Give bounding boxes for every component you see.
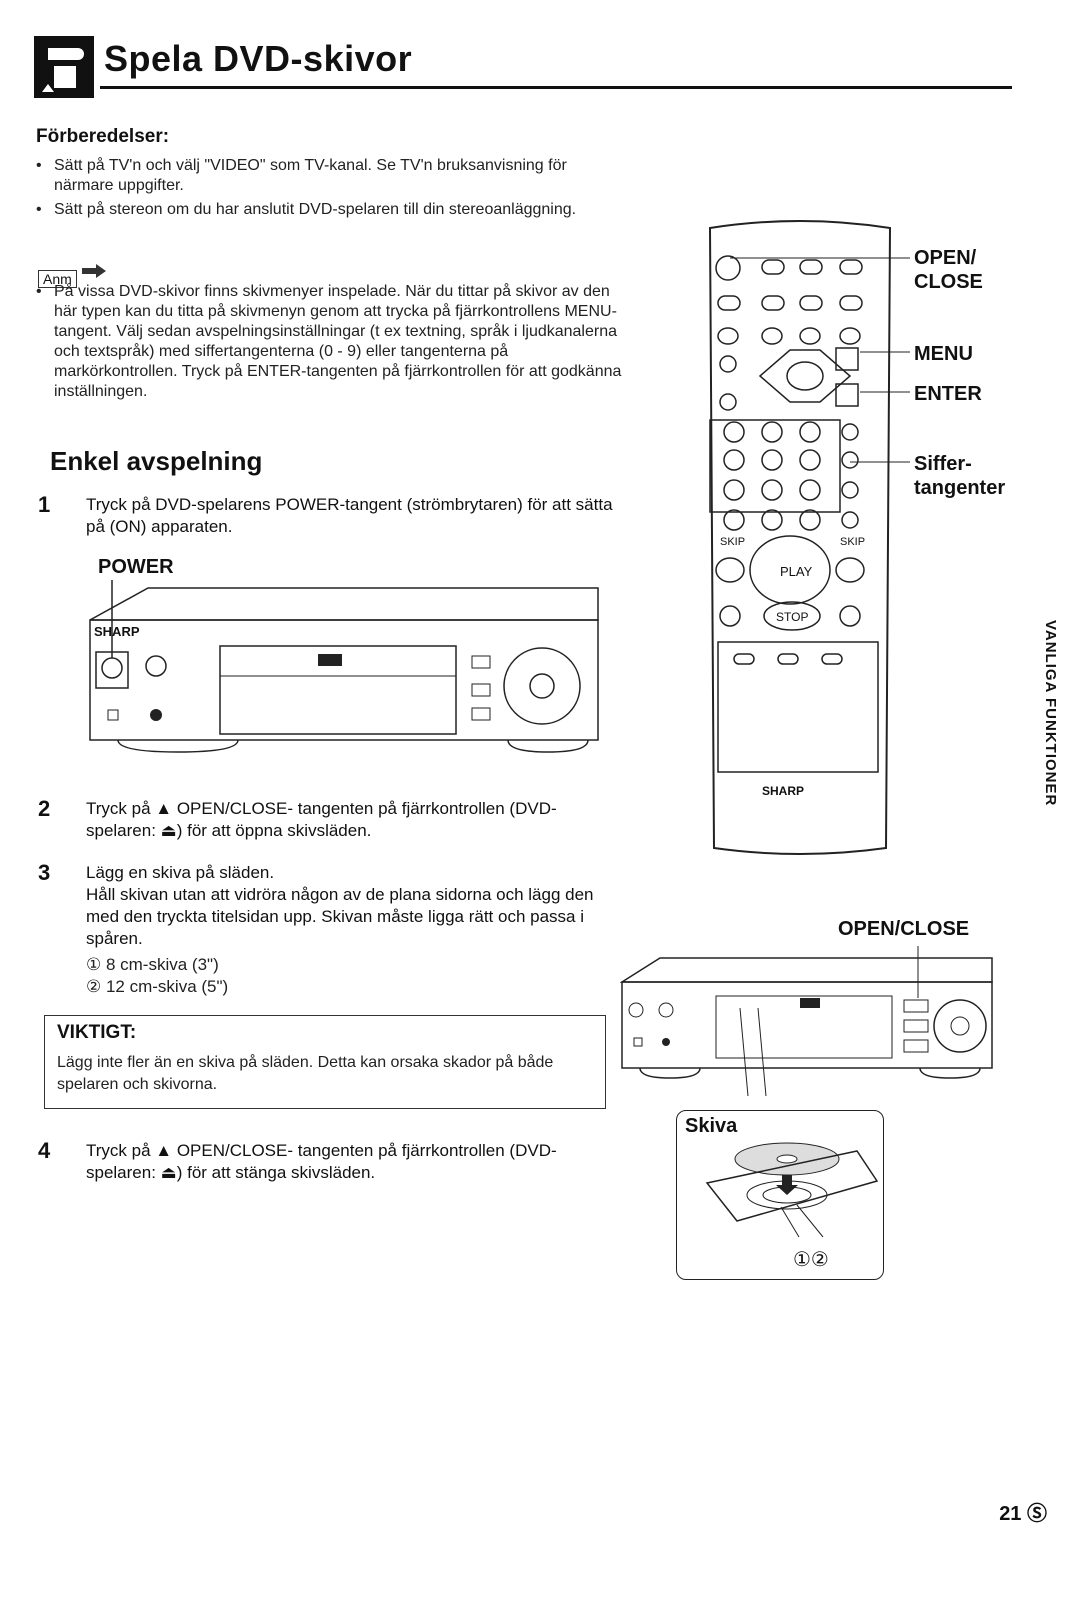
step-1: 1 Tryck på DVD-spelarens POWER-tangent (… <box>38 494 618 538</box>
step-text: Lägg en skiva på släden. <box>86 863 275 882</box>
section-side-tab: VANLIGA FUNKTIONER <box>1042 620 1059 807</box>
prep-list: Sätt på TV'n och välj "VIDEO" som TV-kan… <box>36 156 596 224</box>
menu-label: MENU <box>914 343 973 365</box>
dvd-player-open-figure <box>619 946 1000 1097</box>
brand-logo: SHARP <box>94 624 140 639</box>
step-text: Tryck på ▲ OPEN/CLOSE- tangenten på fjär… <box>86 799 557 840</box>
disc-tray-inset: Skiva ①② <box>676 1110 884 1280</box>
note-text: På vissa DVD-skivor finns skivmenyer ins… <box>36 282 636 402</box>
note-arrow-icon <box>82 264 106 278</box>
disc-size-item: ② 12 cm-skiva (5") <box>86 977 229 996</box>
section-heading: Enkel avspelning <box>50 446 263 476</box>
step-detail: Håll skivan utan att vidröra någon av de… <box>86 885 594 948</box>
play-button: PLAY <box>780 564 813 579</box>
step-number: 3 <box>38 860 51 885</box>
important-title: VIKTIGT: <box>57 1022 137 1043</box>
open-close-remote-label: OPEN/ CLOSE <box>914 247 983 293</box>
skip-forward-label: SKIP <box>840 536 866 548</box>
disc-size-item: ① 8 cm-skiva (3") <box>86 955 219 974</box>
title-divider <box>100 86 1012 89</box>
open-close-player-label: OPEN/CLOSE <box>838 918 970 940</box>
step-3: 3 Lägg en skiva på släden. Håll skivan u… <box>38 862 618 998</box>
important-box: VIKTIGT: Lägg inte fler än en skiva på s… <box>44 1015 606 1109</box>
remote-leader-lines <box>730 257 910 463</box>
step-number: 2 <box>38 796 51 821</box>
dvd-player-figure: SHARP <box>88 580 608 780</box>
prep-bullet: Sätt på stereon om du har anslutit DVD-s… <box>36 200 596 220</box>
step-text: Tryck på ▲ OPEN/CLOSE- tangenten på fjär… <box>86 1141 557 1182</box>
chapter-icon <box>34 36 94 98</box>
disc-size-markers: ①② <box>793 1249 829 1271</box>
power-label: POWER <box>98 556 174 578</box>
step-4: 4 Tryck på ▲ OPEN/CLOSE- tangenten på fj… <box>38 1140 618 1184</box>
step-number: 4 <box>38 1138 51 1163</box>
skip-back-label: SKIP <box>720 536 746 548</box>
important-text: Lägg inte fler än en skiva på släden. De… <box>57 1054 554 1093</box>
note-list: På vissa DVD-skivor finns skivmenyer ins… <box>36 282 636 406</box>
stop-button: STOP <box>776 610 809 624</box>
step-text: Tryck på DVD-spelarens POWER-tangent (st… <box>86 495 613 536</box>
number-keys-label: Siffer- tangenter <box>914 453 1006 499</box>
page-number: 21 Ⓢ <box>999 1503 1047 1525</box>
enter-label: ENTER <box>914 383 982 405</box>
step-2: 2 Tryck på ▲ OPEN/CLOSE- tangenten på fj… <box>38 798 618 842</box>
step-number: 1 <box>38 492 51 517</box>
remote-brand: SHARP <box>762 784 805 798</box>
prep-heading: Förberedelser: <box>36 126 170 147</box>
remote-control-figure: PLAY STOP SKIP SKIP SHARP <box>700 218 900 858</box>
disc-label: Skiva <box>685 1115 738 1137</box>
prep-bullet: Sätt på TV'n och välj "VIDEO" som TV-kan… <box>36 156 596 196</box>
page-title: Spela DVD-skivor <box>104 38 413 79</box>
